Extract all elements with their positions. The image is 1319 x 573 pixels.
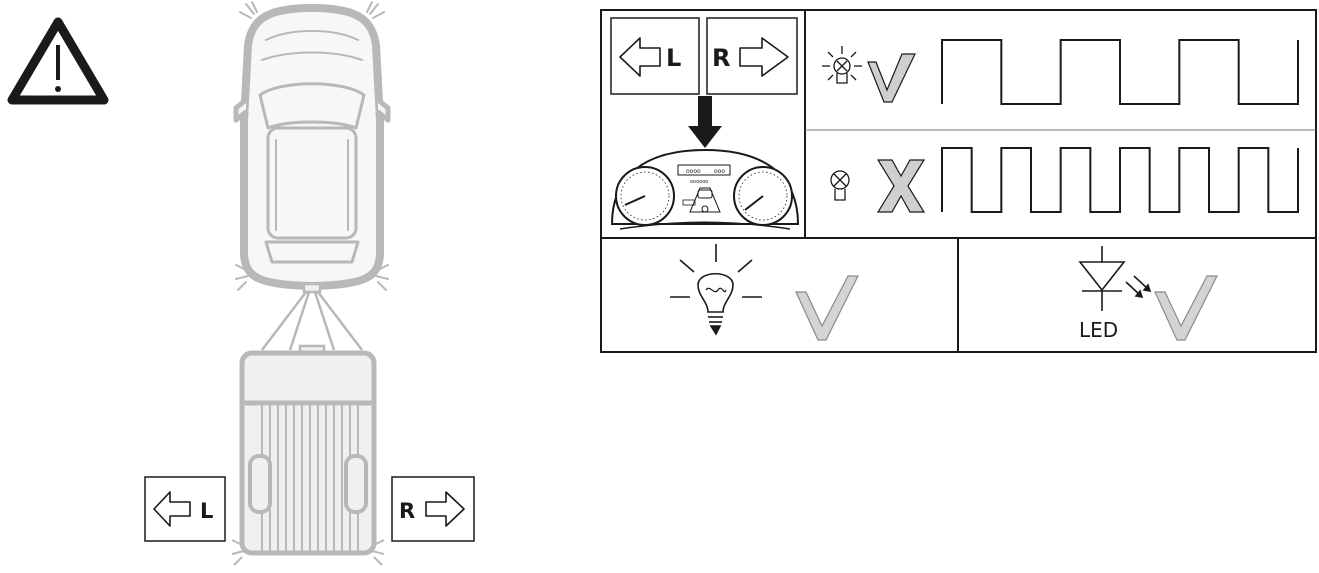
trailer-flash-rear-left — [231, 539, 245, 566]
turn-right-indicator-box: R — [391, 476, 475, 542]
trailer-top-view — [231, 350, 385, 566]
car-top-view — [233, 1, 391, 291]
led-diode-icon — [1078, 246, 1152, 311]
indicator-flash-front-right — [366, 1, 385, 19]
panel-left-label: L — [666, 44, 681, 72]
check-mark-icon — [1154, 275, 1218, 341]
left-label: L — [200, 499, 213, 523]
fast-flash-waveform — [941, 147, 1299, 213]
check-mark-icon — [867, 53, 916, 103]
instrument-cluster-icon: oooo ooo oooooo — [610, 148, 800, 230]
cluster-display-small: ooo — [714, 168, 725, 175]
arrow-right-icon — [425, 491, 465, 527]
diagnosis-panel — [600, 9, 1317, 353]
down-arrow-icon — [688, 96, 722, 148]
turn-left-indicator-box: L — [144, 476, 226, 542]
indicator-flash-rear-right — [375, 264, 389, 291]
cluster-display-top: oooo — [686, 168, 701, 175]
panel-turn-left-box: L — [610, 17, 700, 95]
indicator-flash-rear-left — [235, 264, 249, 291]
cross-mark-icon — [876, 159, 926, 213]
incandescent-bulb-icon — [670, 244, 762, 336]
tow-coupling — [261, 282, 363, 356]
right-label: R — [399, 499, 415, 523]
arrow-left-icon — [153, 491, 191, 527]
panel-turn-right-box: R — [706, 17, 798, 95]
indicator-flash-front-left — [239, 1, 258, 19]
bulb-lit-icon — [822, 46, 862, 84]
cluster-display-mid: oooooo — [690, 179, 708, 185]
normal-flash-waveform — [941, 39, 1299, 105]
arrow-right-icon — [739, 37, 789, 77]
check-mark-icon — [795, 275, 859, 341]
warning-triangle-icon — [7, 17, 109, 105]
panel-right-label: R — [712, 44, 730, 72]
trailer-flash-rear-right — [371, 539, 385, 566]
led-label: LED — [1079, 318, 1118, 342]
arrow-left-icon — [619, 37, 661, 77]
bulb-out-icon — [830, 170, 850, 201]
